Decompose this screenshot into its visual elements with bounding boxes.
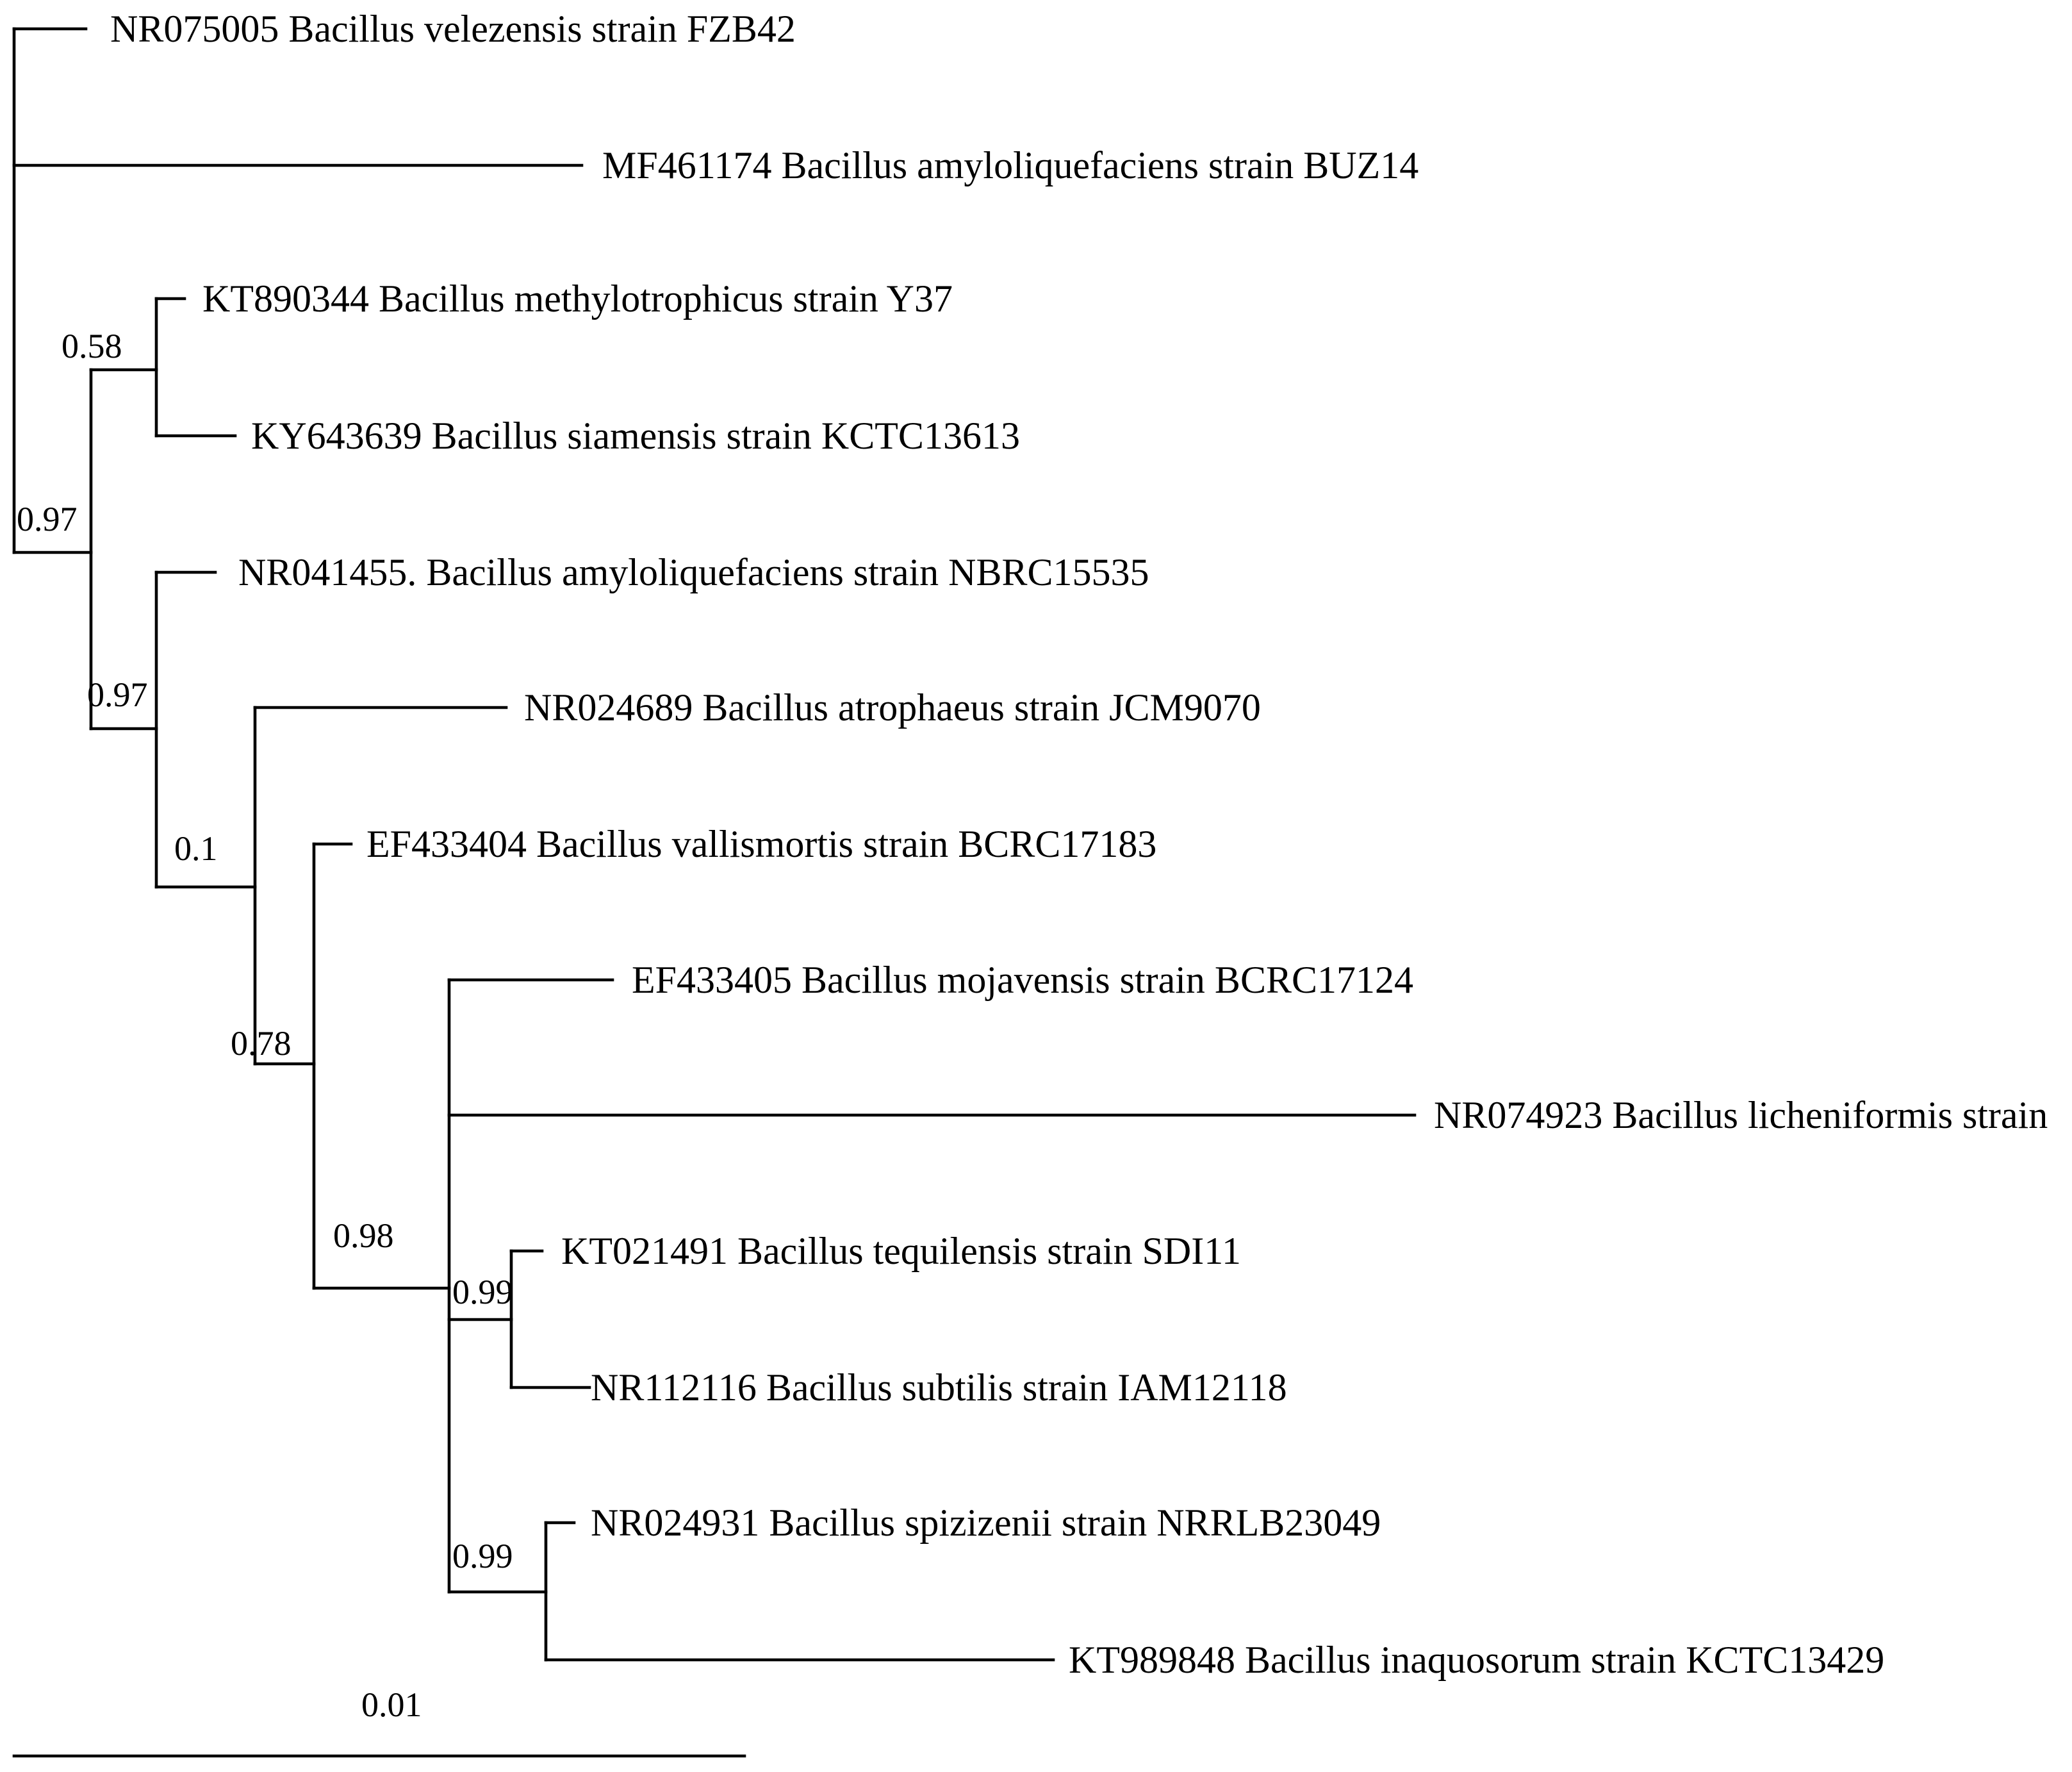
support-value: 0.99 — [452, 1273, 513, 1311]
scale-bar-label: 0.01 — [361, 1685, 422, 1724]
support-value: 0.99 — [452, 1537, 513, 1575]
support-value: 0.58 — [62, 327, 122, 365]
taxon-label: NR024931 Bacillus spizizenii strain NRRL… — [591, 1502, 1381, 1544]
taxon-label: EF433404 Bacillus vallismortis strain BC… — [366, 823, 1156, 865]
support-value: 0.1 — [174, 829, 218, 868]
taxon-label: KT989848 Bacillus inaquosorum strain KCT… — [1069, 1639, 1884, 1681]
support-value: 0.97 — [17, 500, 78, 538]
taxon-label: EF433405 Bacillus mojavensis strain BCRC… — [632, 959, 1413, 1001]
taxon-label: KT890344 Bacillus methylotrophicus strai… — [202, 277, 953, 320]
tree-branches — [12, 27, 1417, 1662]
taxon-label: NR075005 Bacillus velezensis strain FZB4… — [110, 8, 796, 50]
taxon-label: NR041455. Bacillus amyloliquefaciens str… — [238, 551, 1149, 593]
taxon-label: MF461174 Bacillus amyloliquefaciens stra… — [602, 144, 1418, 186]
support-value: 0.98 — [333, 1216, 394, 1255]
leaf-labels: NR075005 Bacillus velezensis strain FZB4… — [110, 8, 2048, 1681]
taxon-label: KT021491 Bacillus tequilensis strain SDI… — [561, 1230, 1241, 1272]
taxon-label: NR024689 Bacillus atrophaeus strain JCM9… — [524, 686, 1261, 729]
taxon-label: NR074923 Bacillus licheniformis strain — [1434, 1094, 2048, 1136]
support-value: 0.78 — [231, 1024, 292, 1063]
support-value: 0.97 — [87, 675, 148, 714]
support-labels: 0.58 0.97 0.97 0.1 0.78 0.98 0.99 0.99 — [17, 327, 513, 1575]
taxon-label: NR112116 Bacillus subtilis strain IAM121… — [591, 1366, 1287, 1409]
scale-bar: 0.01 — [12, 1685, 746, 1758]
taxon-label: KY643639 Bacillus siamensis strain KCTC1… — [251, 415, 1020, 457]
